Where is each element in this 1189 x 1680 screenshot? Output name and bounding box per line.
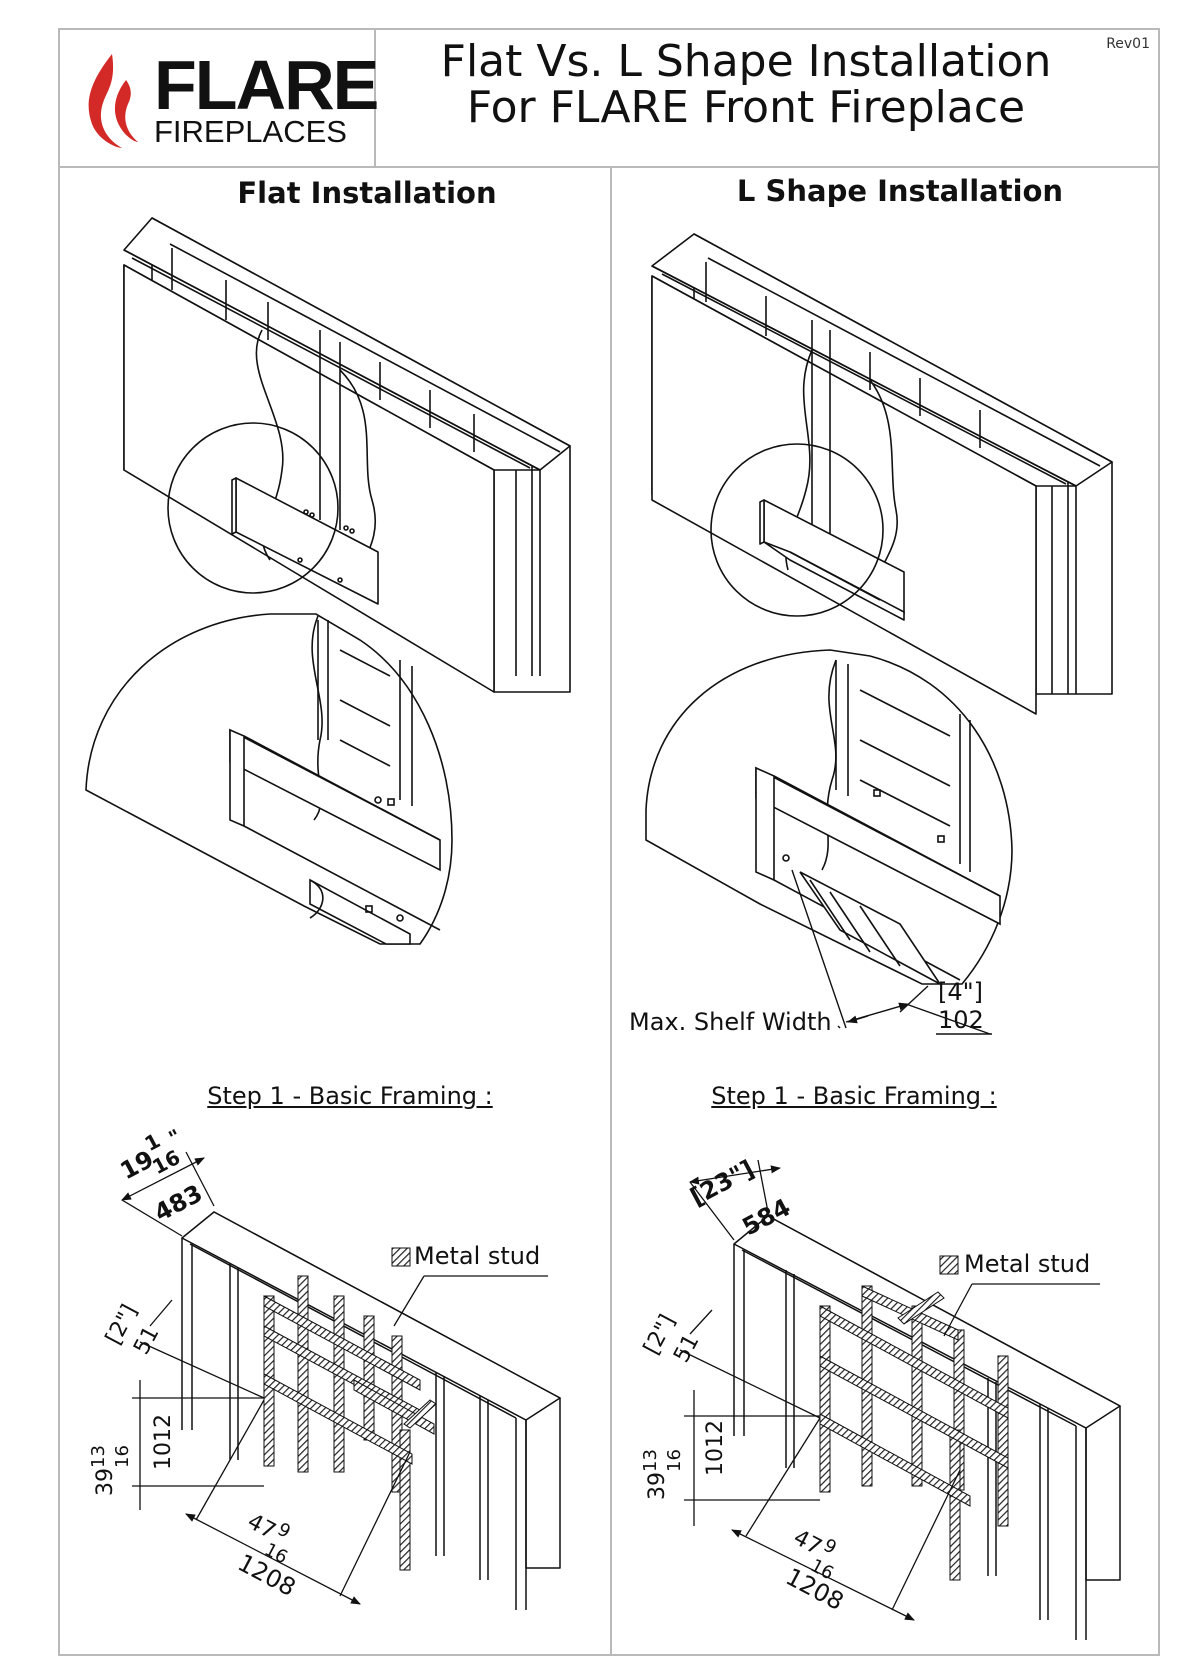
revision-label: Rev01 xyxy=(1106,36,1150,52)
lshape-wall-drawing xyxy=(651,233,1113,715)
lshape-height-den: 16 xyxy=(664,1449,685,1472)
lshape-zoom-detail xyxy=(645,649,1013,985)
lshape-depth-inches: [23"] xyxy=(686,1155,759,1212)
shelf-width-mm: 102 xyxy=(938,1006,984,1034)
shelf-width-dimension xyxy=(791,869,991,1035)
lshape-step1-title: Step 1 - Basic Framing : xyxy=(711,1082,997,1110)
flat-height-den: 16 xyxy=(112,1445,133,1468)
lshape-width-whole: 47 xyxy=(789,1525,825,1560)
lshape-height-mm: 1012 xyxy=(703,1420,728,1476)
lshape-metal-stud-label: Metal stud xyxy=(964,1250,1090,1278)
title-block: FLARE FIREPLACES Flat Vs. L Shape Instal… xyxy=(60,30,1158,168)
flat-metal-studs xyxy=(263,1275,437,1571)
flat-framing-dims xyxy=(121,1151,548,1605)
lshape-height-whole: 39 xyxy=(645,1472,670,1500)
column-divider xyxy=(610,168,612,1656)
flame-icon xyxy=(88,54,138,148)
lshape-framing-dims xyxy=(679,1159,1100,1621)
title-line-2: For FLARE Front Fireplace xyxy=(466,82,1026,133)
flat-depth-unit: " xyxy=(165,1124,185,1150)
l-shape-installation-title: L Shape Installation xyxy=(736,174,1064,208)
shelf-width-inches: [4"] xyxy=(938,978,983,1006)
flat-wall-drawing xyxy=(123,217,571,693)
flat-width-whole: 47 xyxy=(243,1509,279,1544)
flat-metal-stud-swatch xyxy=(391,1247,411,1267)
title-line-1: Flat Vs. L Shape Installation xyxy=(440,36,1052,87)
flare-logo: FLARE FIREPLACES xyxy=(60,30,379,166)
flat-height-mm: 1012 xyxy=(151,1414,176,1470)
max-shelf-width-label: Max. Shelf Width xyxy=(629,1008,832,1036)
logo-word-fireplaces: FIREPLACES xyxy=(154,114,347,149)
lshape-height-num: 13 xyxy=(640,1449,661,1472)
flat-installation-title: Flat Installation xyxy=(237,176,497,210)
flat-zoom-detail xyxy=(85,613,453,945)
flat-offset-mm: 51 xyxy=(129,1322,164,1358)
flat-height-whole: 39 xyxy=(93,1468,118,1496)
flat-step1-title: Step 1 - Basic Framing : xyxy=(207,1082,493,1110)
lshape-metal-stud-swatch xyxy=(939,1255,959,1275)
lshape-metal-studs xyxy=(819,1285,1009,1581)
logo-word-flare: FLARE xyxy=(154,46,379,124)
flat-depth-mm: 483 xyxy=(150,1179,207,1227)
drawing-sheet: FLARE FIREPLACES Flat Vs. L Shape Instal… xyxy=(58,28,1160,1656)
flat-height-num: 13 xyxy=(88,1445,109,1468)
lshape-offset-mm: 51 xyxy=(669,1330,704,1366)
flat-metal-stud-label: Metal stud xyxy=(414,1242,540,1270)
